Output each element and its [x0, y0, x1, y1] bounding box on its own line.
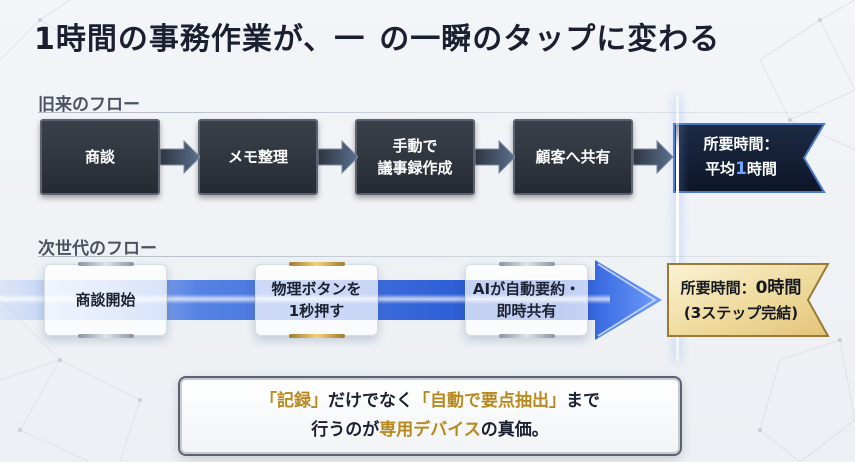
title-part1: 1時間の事務作業が、一 — [34, 22, 366, 57]
old-result-badge: 所要時間： 平均1時間 — [672, 122, 827, 194]
old-arrow-icon — [633, 139, 673, 175]
new-step-label: AIが自動要約・ 即時共有 — [472, 279, 581, 321]
old-arrow-icon — [475, 139, 515, 175]
callout-highlight: 専用デバイス — [379, 420, 481, 440]
old-step-label: 商談 — [84, 147, 115, 166]
old-flow-label: 旧来のフロー — [38, 95, 140, 115]
old-result-line2: 平均1時間 — [672, 156, 810, 182]
old-result-prefix: 平均 — [705, 160, 736, 179]
old-result-suffix: 時間 — [746, 160, 777, 179]
new-result-line1: 所要時間：0時間 — [666, 276, 816, 302]
old-arrow-icon — [318, 139, 358, 175]
old-step-memo: メモ整理 — [198, 119, 318, 195]
new-result-ribbon — [667, 263, 830, 337]
new-flow-label: 次世代のフロー — [38, 239, 157, 259]
box-tab — [288, 262, 345, 266]
new-step-ai: AIが自動要約・ 即時共有 — [465, 262, 588, 338]
page-title: 1時間の事務作業が、一の一瞬のタップに変わる — [34, 14, 720, 58]
glow-divider-line — [676, 96, 679, 362]
old-step-meeting: 商談 — [40, 119, 160, 195]
callout-highlight: 「記録」 — [260, 391, 328, 412]
old-arrow-icon — [160, 139, 200, 175]
old-result-ribbon — [673, 123, 826, 193]
callout-text: まで — [566, 391, 600, 412]
new-step-start: 商談開始 — [44, 262, 167, 338]
callout-line1: 「記録」だけでなく「自動で要点抽出」まで — [260, 387, 600, 416]
old-result-value: 1 — [735, 159, 747, 180]
callout-highlight: 「自動で要点抽出」 — [413, 391, 566, 412]
old-step-label: 顧客へ共有 — [535, 147, 611, 166]
new-flow-divider — [38, 256, 818, 257]
old-step-label: 手動で 議事録作成 — [377, 136, 453, 178]
callout-text: 行うのが — [311, 420, 380, 440]
callout-text: の真価。 — [480, 420, 549, 440]
old-step-share: 顧客へ共有 — [513, 119, 633, 195]
box-tab — [77, 334, 134, 338]
title-part2: の一瞬のタップに変わる — [379, 22, 721, 57]
new-step-button: 物理ボタンを 1秒押す — [255, 262, 378, 338]
box-tab — [498, 262, 555, 266]
old-result-line1: 所要時間： — [703, 135, 779, 154]
new-result-value: 0時間 — [755, 278, 802, 298]
box-tab — [288, 334, 345, 338]
old-step-label: メモ整理 — [227, 147, 288, 166]
callout-text: だけでなく — [328, 391, 413, 412]
callout-line2: 行うのが専用デバイスの真価。 — [311, 416, 549, 445]
new-result-prefix: 所要時間： — [680, 279, 756, 297]
new-result-line2: (3ステップ完結) — [683, 303, 799, 322]
box-tab — [77, 262, 134, 266]
new-step-label: 商談開始 — [75, 290, 136, 309]
new-result-badge: 所要時間：0時間 (3ステップ完結) — [666, 262, 831, 338]
old-flow-divider — [38, 112, 818, 113]
summary-callout: 「記録」だけでなく「自動で要点抽出」まで 行うのが専用デバイスの真価。 — [178, 376, 682, 456]
new-step-label: 物理ボタンを 1秒押す — [271, 279, 362, 321]
old-step-minutes: 手動で 議事録作成 — [355, 119, 475, 195]
box-tab — [498, 334, 555, 338]
